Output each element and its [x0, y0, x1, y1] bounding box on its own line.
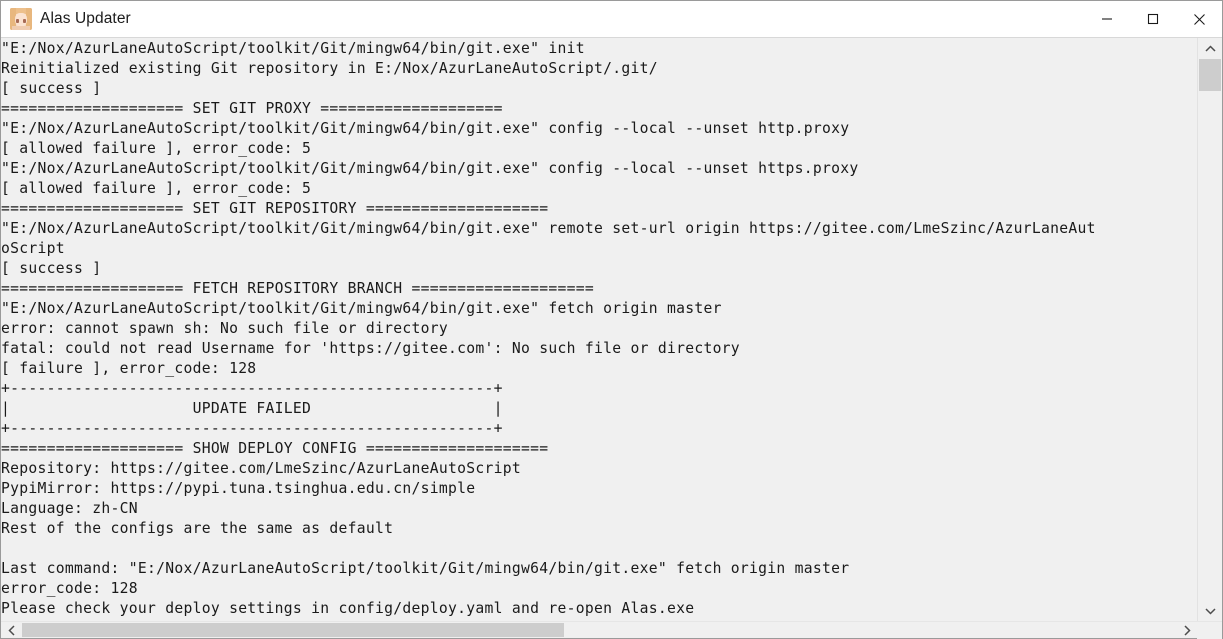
console-line: "E:/Nox/AzurLaneAutoScript/toolkit/Git/m… — [1, 40, 585, 57]
console-line: "E:/Nox/AzurLaneAutoScript/toolkit/Git/m… — [1, 220, 1096, 237]
scroll-down-button[interactable] — [1198, 600, 1222, 621]
console-line: +---------------------------------------… — [1, 380, 503, 397]
console-line: Last command: "E:/Nox/AzurLaneAutoScript… — [1, 560, 850, 577]
vertical-scrollbar[interactable] — [1197, 38, 1222, 621]
chevron-left-icon — [7, 624, 15, 636]
console-line: "E:/Nox/AzurLaneAutoScript/toolkit/Git/m… — [1, 120, 850, 137]
close-button[interactable] — [1176, 1, 1222, 37]
console-line: [ success ] — [1, 260, 102, 277]
console-line: Language: zh-CN — [1, 500, 138, 517]
console-line: +---------------------------------------… — [1, 420, 503, 437]
close-icon — [1193, 13, 1205, 25]
console-line: "E:/Nox/AzurLaneAutoScript/toolkit/Git/m… — [1, 160, 859, 177]
console-line: error_code: 128 — [1, 580, 138, 597]
horizontal-scroll-track[interactable] — [22, 622, 1176, 639]
console-line: Repository: https://gitee.com/LmeSzinc/A… — [1, 460, 521, 477]
console-line: error: cannot spawn sh: No such file or … — [1, 320, 449, 337]
avatar-eye-left — [16, 19, 19, 23]
chevron-up-icon — [1204, 44, 1216, 52]
console-line: [ success ] — [1, 80, 102, 97]
console-line: [ allowed failure ], error_code: 5 — [1, 180, 312, 197]
console-line: | UPDATE FAILED | — [1, 400, 503, 417]
horizontal-scroll-thumb[interactable] — [22, 622, 565, 637]
window-controls — [1084, 1, 1222, 37]
console-line — [1, 539, 1197, 559]
horizontal-scrollbar[interactable] — [1, 621, 1222, 639]
console-line: "E:/Nox/AzurLaneAutoScript/toolkit/Git/m… — [1, 300, 722, 317]
vertical-scroll-thumb[interactable] — [1199, 59, 1221, 92]
console-line: ==================== SHOW DEPLOY CONFIG … — [1, 440, 549, 457]
avatar-hair-left — [10, 8, 16, 30]
chevron-right-icon — [1183, 624, 1191, 636]
minimize-button[interactable] — [1084, 1, 1130, 37]
console-line: ==================== SET GIT PROXY =====… — [1, 100, 503, 117]
console-output[interactable]: "E:/Nox/AzurLaneAutoScript/toolkit/Git/m… — [1, 38, 1197, 621]
minimize-icon — [1102, 18, 1112, 20]
chevron-down-icon — [1204, 607, 1216, 615]
scroll-up-button[interactable] — [1198, 38, 1222, 59]
console-line: [ allowed failure ], error_code: 5 — [1, 140, 312, 157]
vertical-scroll-track[interactable] — [1198, 59, 1222, 600]
console-area: "E:/Nox/AzurLaneAutoScript/toolkit/Git/m… — [1, 38, 1222, 621]
console-line: ==================== FETCH REPOSITORY BR… — [1, 280, 594, 297]
console-line: Rest of the configs are the same as defa… — [1, 520, 394, 537]
scroll-right-button[interactable] — [1176, 622, 1197, 639]
avatar-hair-right — [26, 8, 32, 30]
avatar-eye-right — [23, 19, 26, 23]
alas-avatar-icon — [10, 8, 32, 30]
console-line: Please check your deploy settings in con… — [1, 600, 695, 617]
scroll-left-button[interactable] — [1, 622, 22, 639]
maximize-icon — [1147, 13, 1159, 25]
avatar-collar — [12, 26, 30, 30]
avatar-face — [15, 13, 27, 27]
scrollbar-corner — [1197, 621, 1222, 639]
title-bar: Alas Updater — [1, 1, 1222, 38]
console-line: oScript — [1, 240, 65, 257]
console-line: fatal: could not read Username for 'http… — [1, 340, 740, 357]
console-line: Reinitialized existing Git repository in… — [1, 60, 658, 77]
maximize-button[interactable] — [1130, 1, 1176, 37]
console-line: [ failure ], error_code: 128 — [1, 360, 257, 377]
console-line: PypiMirror: https://pypi.tuna.tsinghua.e… — [1, 480, 476, 497]
console-line: ==================== SET GIT REPOSITORY … — [1, 200, 549, 217]
console-log-text: "E:/Nox/AzurLaneAutoScript/toolkit/Git/m… — [1, 39, 1197, 619]
window-title: Alas Updater — [40, 10, 131, 27]
avatar-hair-top — [10, 8, 32, 14]
